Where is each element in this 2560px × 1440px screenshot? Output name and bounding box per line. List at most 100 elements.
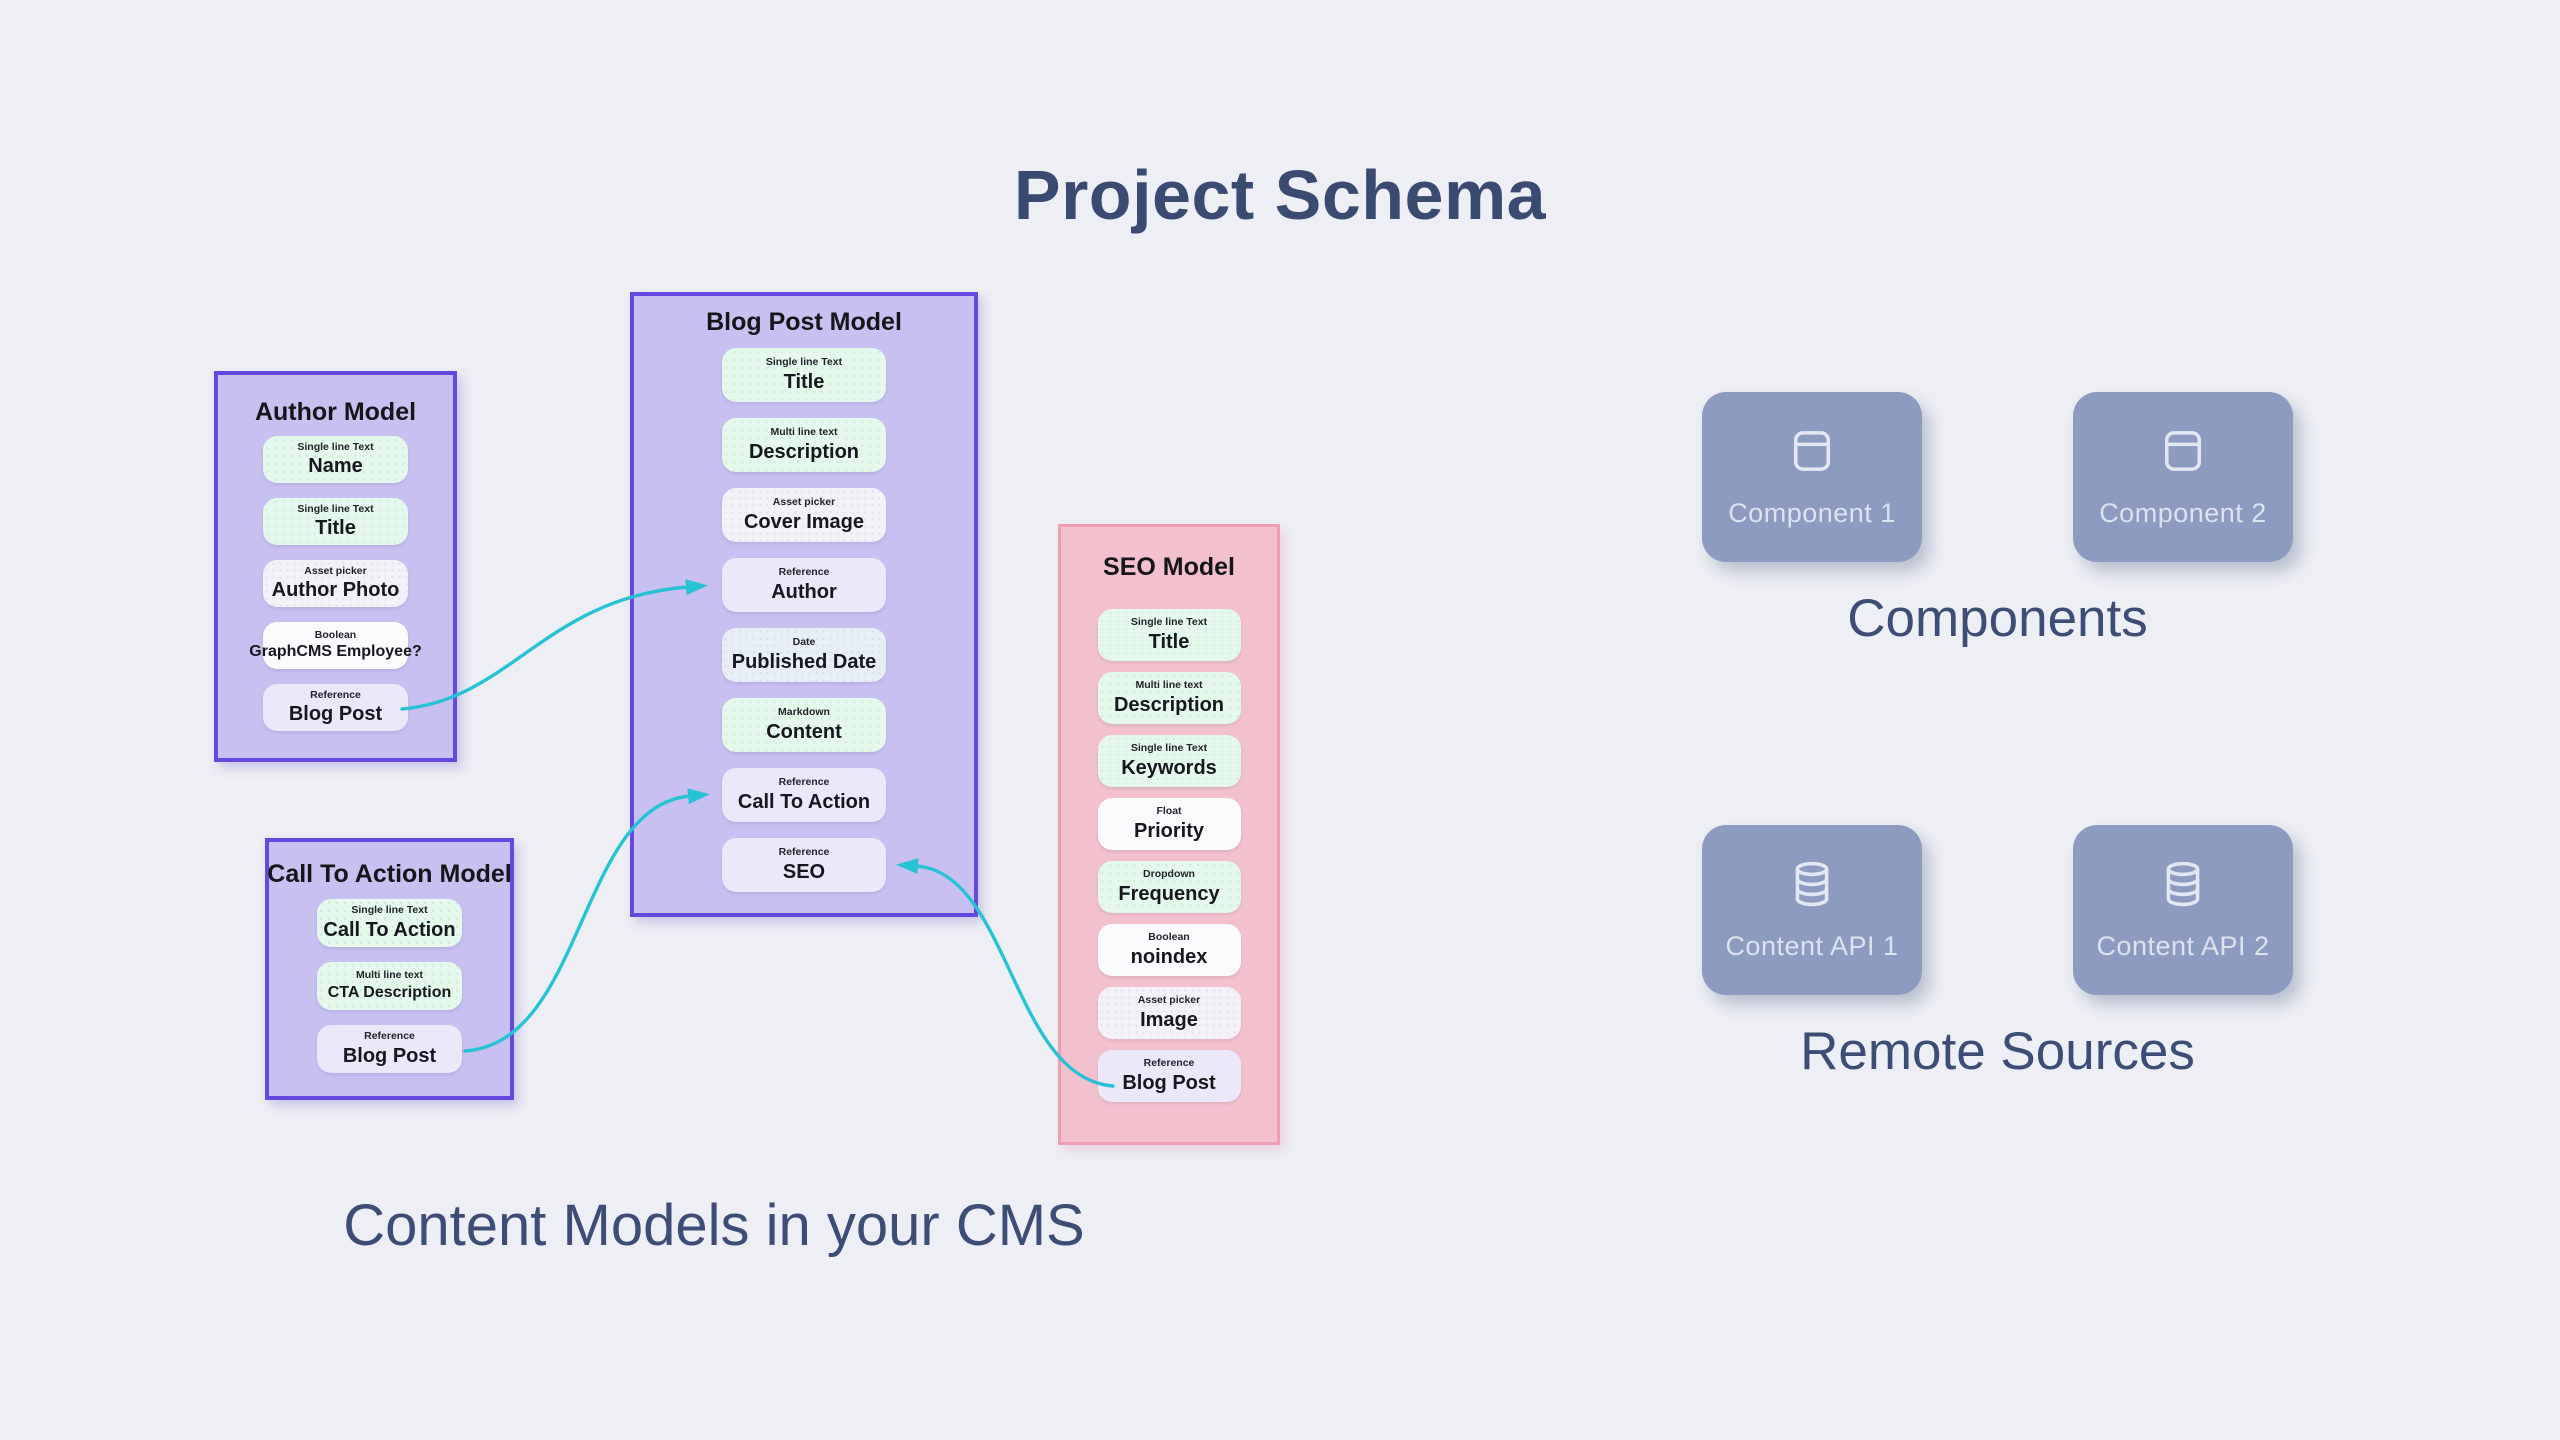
components-label: Components xyxy=(1847,589,2148,648)
page-title: Project Schema xyxy=(1013,155,1547,234)
field-type-label: Reference xyxy=(778,846,830,859)
field-name-label: Title xyxy=(1148,630,1190,653)
field-type-label: Reference xyxy=(310,688,361,701)
field-name-label: Author Photo xyxy=(271,579,400,602)
field-name-label: Author xyxy=(771,580,837,603)
component-icon xyxy=(2164,430,2202,471)
field-type-label: Reference xyxy=(364,1030,415,1043)
field-type-label: Float xyxy=(1156,805,1182,818)
field-type-label: Asset picker xyxy=(1137,994,1201,1007)
field-type-label: Single line Text xyxy=(1130,616,1208,629)
field-type-label: Reference xyxy=(1143,1057,1195,1070)
field-type-label: Multi line text xyxy=(1135,679,1203,692)
field-name-label: Priority xyxy=(1133,819,1205,842)
field-name-label: Title xyxy=(315,517,356,540)
field-type-label: Asset picker xyxy=(772,496,836,509)
field-type-label: Multi line text xyxy=(770,426,838,439)
content-api-2-label: Content API 2 xyxy=(2096,930,2270,961)
field-type-label: Date xyxy=(792,636,816,649)
component-1-card: Component 1 xyxy=(1702,392,1922,562)
component-2-label: Component 2 xyxy=(2099,497,2267,528)
field-name-label: Frequency xyxy=(1118,882,1220,905)
field-name-label: Blog Post xyxy=(288,703,383,726)
field-name-label: Call To Action xyxy=(737,790,871,813)
content-api-1-label: Content API 1 xyxy=(1725,930,1899,961)
field-type-label: Dropdown xyxy=(1143,868,1195,881)
field-type-label: Single line Text xyxy=(297,502,374,515)
database-icon xyxy=(1795,861,1829,906)
field-name-label: Description xyxy=(1113,693,1225,716)
field-name-label: SEO xyxy=(782,860,826,883)
field-name-label: Call To Action xyxy=(323,918,456,941)
field-type-label: Single line Text xyxy=(765,356,843,369)
field-name-label: Title xyxy=(783,370,825,393)
remote-sources-group: Content API 1 Content API 2 Remote Source… xyxy=(1702,825,2293,1082)
component-cards-row: Component 1 Component 2 xyxy=(1702,392,2293,562)
field-name-label: Published Date xyxy=(731,650,877,673)
field-name-label: Keywords xyxy=(1121,756,1217,779)
field-name-label: Name xyxy=(308,455,363,478)
component-icon xyxy=(1793,430,1831,471)
field-name-label: Cover Image xyxy=(743,510,865,533)
field-name-label: Content xyxy=(766,720,842,743)
cms-caption: Content Models in your CMS xyxy=(343,1193,1085,1258)
remote-sources-label: Remote Sources xyxy=(1800,1022,2195,1081)
field-type-label: Multi line text xyxy=(355,969,424,982)
field-name-label: Blog Post xyxy=(1122,1071,1216,1094)
field-name-label: GraphCMS Employee? xyxy=(249,643,422,661)
remote-cards-row: Content API 1 Content API 2 xyxy=(1702,825,2293,995)
field-type-label: Reference xyxy=(778,776,830,789)
field-name-label: Image xyxy=(1140,1008,1198,1031)
components-group: Component 1 Component 2 Components xyxy=(1702,392,2293,649)
field-type-label: Single line Text xyxy=(297,440,374,453)
field-type-label: Single line Text xyxy=(1130,742,1208,755)
component-2-card: Component 2 xyxy=(2073,392,2293,562)
field-name-label: Blog Post xyxy=(342,1044,437,1067)
field-type-label: Single line Text xyxy=(351,904,428,917)
field-type-label: Asset picker xyxy=(304,564,367,577)
component-1-label: Component 1 xyxy=(1728,497,1896,528)
model-title: Call To Action Model xyxy=(267,860,512,888)
field-type-label: Boolean xyxy=(1148,931,1190,944)
field-type-label: Markdown xyxy=(778,706,830,719)
field-name-label: CTA Description xyxy=(327,983,452,1001)
field-type-label: Reference xyxy=(778,566,830,579)
database-icon xyxy=(2166,861,2200,906)
model-title: SEO Model xyxy=(1103,553,1235,581)
field-name-label: Description xyxy=(748,440,860,463)
field-name-label: noindex xyxy=(1130,945,1208,968)
model-title: Blog Post Model xyxy=(706,308,902,336)
field-type-label: Boolean xyxy=(314,628,357,641)
content-api-1-card: Content API 1 xyxy=(1702,825,1922,995)
